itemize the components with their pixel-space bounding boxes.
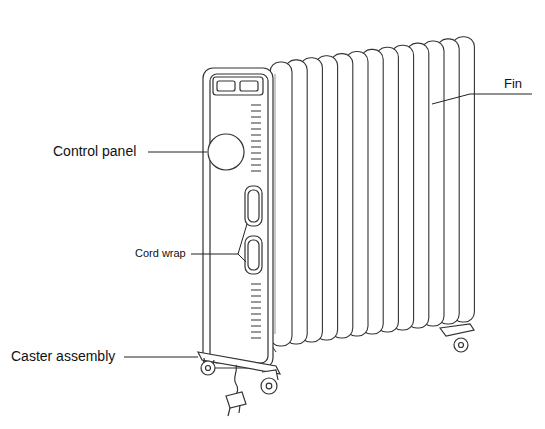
vent-slot <box>251 332 261 333</box>
vent-slot <box>251 338 261 339</box>
vent-slot <box>251 326 261 327</box>
vent-slot <box>251 314 261 315</box>
vent-slot <box>251 320 261 321</box>
vent-slot <box>251 290 261 291</box>
power-cord <box>226 365 246 416</box>
vent-slot <box>251 308 261 309</box>
vent-slot <box>251 159 261 160</box>
vent-slot <box>251 284 261 285</box>
vent-slot <box>251 135 261 136</box>
caster-assembly <box>198 352 280 394</box>
vent-slot <box>251 129 261 130</box>
front-panel <box>203 68 273 368</box>
vent-slot <box>251 105 261 106</box>
vent-slot <box>251 296 261 297</box>
part-label: Fin <box>503 77 523 92</box>
vent-slot <box>251 141 261 142</box>
leader-line <box>238 224 247 254</box>
vent-slot <box>251 165 261 166</box>
vent-slot <box>251 117 261 118</box>
part-label: Cord wrap <box>134 247 187 260</box>
vent-slot <box>251 147 261 148</box>
fin-edge <box>275 74 276 334</box>
vent-slot <box>251 171 261 172</box>
vent-slot <box>251 123 261 124</box>
leader-line <box>191 254 238 255</box>
part-label: Caster assembly <box>10 348 116 364</box>
vent-slot <box>251 153 261 154</box>
cord-wrap-hook <box>245 236 262 274</box>
vent-slot <box>251 302 261 303</box>
control-knob <box>208 134 244 170</box>
vent-slot <box>251 111 261 112</box>
leader-line <box>148 152 207 153</box>
vent-slots <box>251 105 261 338</box>
caster-wheel <box>440 324 474 352</box>
leader-line <box>432 94 470 104</box>
part-label: Control panel <box>52 143 137 159</box>
leader-line <box>124 357 198 358</box>
cord-wrap-hook <box>245 186 262 226</box>
leader-line <box>470 94 532 95</box>
fin-group <box>268 37 474 352</box>
leader-line <box>238 254 246 262</box>
leader-lines <box>124 94 532 357</box>
